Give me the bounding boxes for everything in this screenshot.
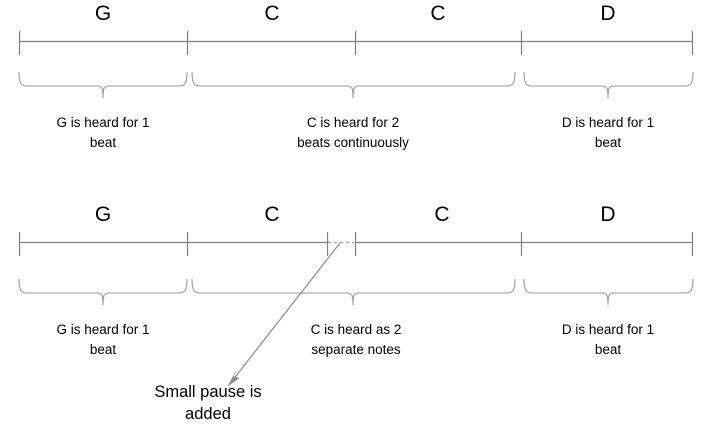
- row1-caption-g: G is heard for 1 beat: [8, 113, 198, 153]
- row2-caption-g-line1: G is heard for 1: [56, 322, 150, 337]
- row1-caption-c-line2: beats continuously: [297, 135, 409, 150]
- row2-caption-c-line1: C is heard as 2: [310, 322, 402, 337]
- row1-note-letter-4: D: [600, 2, 616, 25]
- row2-caption-d-line1: D is heard for 1: [561, 322, 655, 337]
- row2-brace-c: [191, 278, 516, 306]
- pause-annotation: Small pause is added: [78, 381, 338, 425]
- row1-caption-c: C is heard for 2 beats continuously: [243, 113, 463, 153]
- row2-note-letter-3: C: [434, 203, 450, 226]
- pause-annotation-line2: added: [185, 405, 231, 423]
- row1-brace-g: [18, 71, 188, 99]
- row1-brace-c: [191, 71, 516, 99]
- row1-braces: [18, 71, 694, 99]
- row2-note-letter-2: C: [264, 203, 280, 226]
- row1-timeline: [18, 31, 694, 55]
- pause-leader-arrow: [227, 242, 341, 387]
- row1-caption-g-line2: beat: [89, 135, 117, 150]
- row2-braces: [18, 278, 694, 306]
- pause-leader-line: [231, 242, 341, 382]
- row1-caption-d-line2: beat: [594, 135, 622, 150]
- row2-brace-d: [523, 278, 694, 306]
- row2-caption-g: G is heard for 1 beat: [8, 320, 198, 360]
- row2-timeline: [18, 232, 694, 256]
- pause-annotation-line1: Small pause is: [154, 383, 262, 401]
- row2-caption-g-line2: beat: [89, 342, 117, 357]
- row2-note-letter-1: G: [94, 203, 112, 226]
- row1-caption-g-line1: G is heard for 1: [56, 115, 150, 130]
- row2-caption-c-line2: separate notes: [311, 342, 401, 357]
- row1-note-letter-2: C: [264, 2, 280, 25]
- row1-caption-c-line1: C is heard for 2: [306, 115, 400, 130]
- row1-note-letter-1: G: [94, 2, 112, 25]
- row2-brace-g: [18, 278, 188, 306]
- row2-caption-c: C is heard as 2 separate notes: [256, 320, 456, 360]
- row1-brace-d: [523, 71, 694, 99]
- row2-caption-d: D is heard for 1 beat: [513, 320, 703, 360]
- row1-caption-d-line1: D is heard for 1: [561, 115, 655, 130]
- row2-caption-d-line2: beat: [594, 342, 622, 357]
- row1-note-letter-3: C: [430, 2, 446, 25]
- row2-note-letter-4: D: [600, 203, 616, 226]
- row1-caption-d: D is heard for 1 beat: [513, 113, 703, 153]
